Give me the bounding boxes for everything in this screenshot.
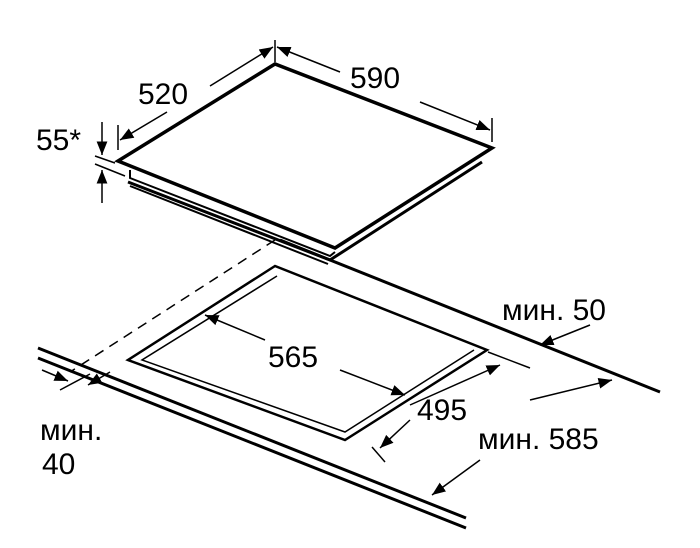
hob <box>114 62 496 265</box>
dimension-lines <box>41 40 613 496</box>
label-hob-height: 55* <box>36 124 81 157</box>
label-cutout-width: 565 <box>268 341 318 374</box>
label-min-back: мин. 50 <box>502 294 606 327</box>
label-min-front-2: 40 <box>42 448 75 481</box>
worktop <box>37 238 661 530</box>
label-hob-depth: 520 <box>138 78 188 111</box>
label-hob-width: 590 <box>350 62 400 95</box>
label-min-worktop: мин. 585 <box>478 423 599 456</box>
label-min-front-1: мин. <box>40 414 102 447</box>
label-cutout-depth: 495 <box>417 394 467 427</box>
